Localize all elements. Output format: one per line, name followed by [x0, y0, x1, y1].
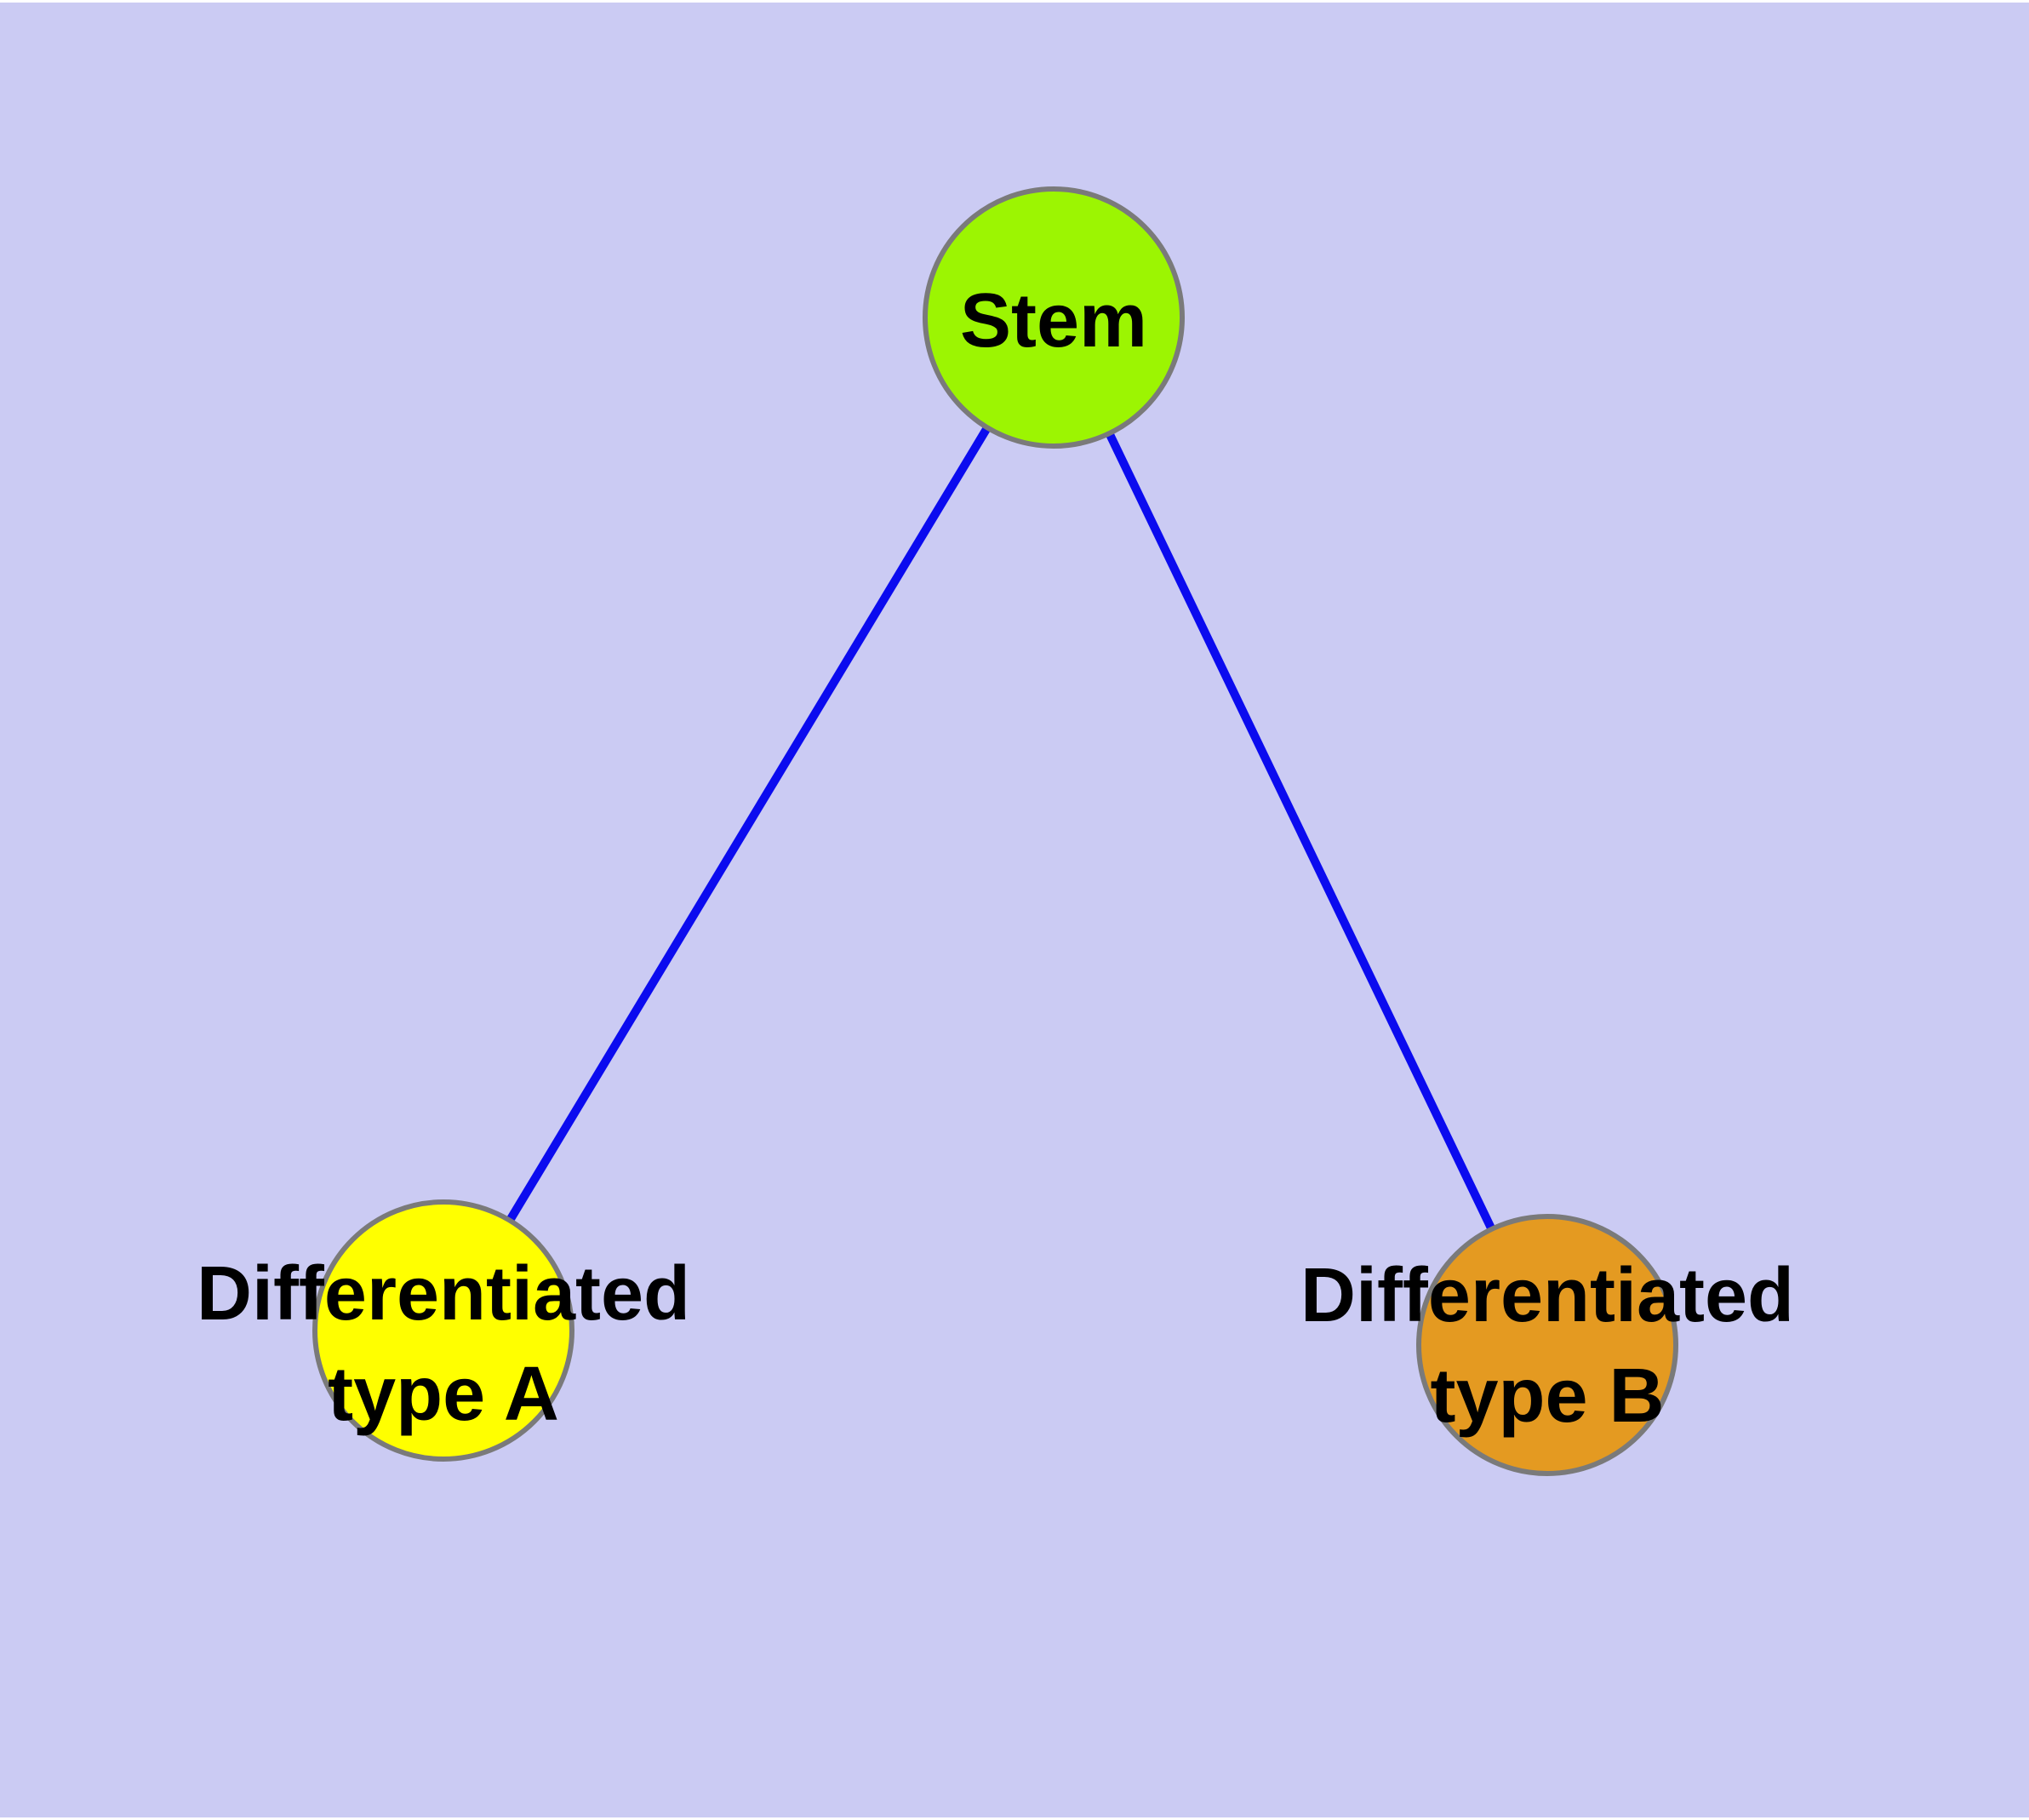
node-label-type-a-line2: type A	[328, 1352, 559, 1437]
edge-stem-to-type-b	[1049, 315, 1552, 1348]
node-label-stem: Stem	[960, 278, 1147, 363]
node-differentiated-type-b	[1416, 1214, 1678, 1476]
node-differentiated-type-a	[312, 1199, 574, 1462]
node-label-type-b-line1: Differentiated	[1300, 1253, 1794, 1338]
node-stem	[923, 186, 1185, 449]
edge-stem-to-type-a	[439, 315, 1058, 1333]
node-label-type-b-line2: type B	[1430, 1354, 1664, 1439]
node-label-type-a-line1: Differentiated	[197, 1251, 690, 1336]
